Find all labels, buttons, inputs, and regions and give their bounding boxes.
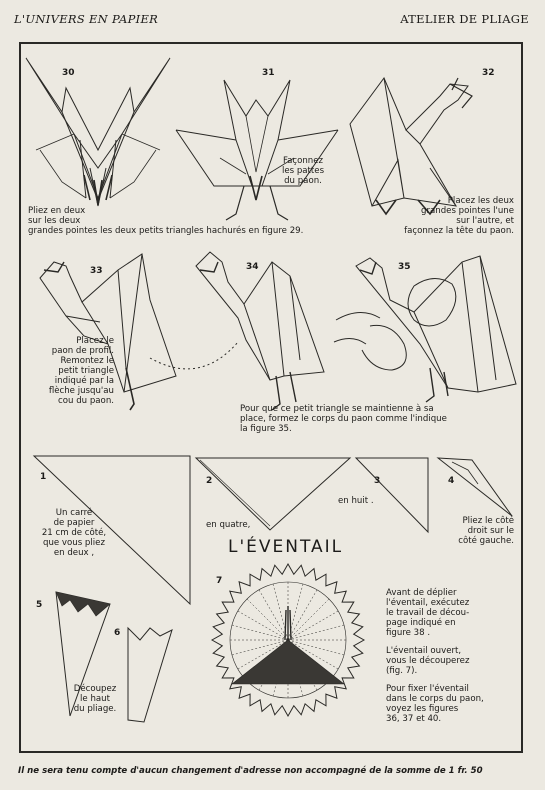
illustration-frame bbox=[19, 42, 523, 753]
caption-fan-step-1: Un carré de papier 21 cm de côté, que vo… bbox=[41, 508, 107, 558]
step-number-35: 35 bbox=[398, 262, 411, 272]
caption-fan-step-7-b: L'éventail ouvert, vous le découperez (f… bbox=[386, 646, 470, 676]
caption-step-30: Pliez en deux sur les deux grandes point… bbox=[28, 206, 304, 236]
fan-step-4-drawing bbox=[436, 457, 513, 517]
step-number-30: 30 bbox=[62, 68, 75, 78]
caption-fan-step-7-a: Avant de déplier l'éventail, exécutez le… bbox=[386, 588, 470, 638]
fan-step-number-2: 2 bbox=[206, 476, 213, 486]
header-publication: L'UNIVERS EN PAPIER bbox=[14, 12, 159, 26]
step-number-32: 32 bbox=[482, 68, 495, 78]
fan-step-7-drawing bbox=[210, 562, 366, 718]
fan-step-5-drawing bbox=[55, 591, 111, 717]
fan-fold-line bbox=[287, 639, 345, 656]
fan-step-number-1: 1 bbox=[40, 472, 47, 482]
step-number-34: 34 bbox=[246, 262, 259, 272]
header-section: ATELIER DE PLIAGE bbox=[400, 12, 529, 26]
fan-fold-line bbox=[258, 589, 289, 641]
caption-fan-step-2: en quatre, bbox=[206, 520, 251, 530]
caption-step-31: Façonnez les pattes du paon. bbox=[281, 156, 325, 186]
fan-step-number-5: 5 bbox=[36, 600, 43, 610]
footer-notice: Il ne sera tenu compte d'aucun changemen… bbox=[18, 766, 483, 776]
caption-fan-step-3: en huit . bbox=[338, 496, 374, 506]
fold-step-34-drawing bbox=[195, 251, 325, 411]
fan-fold-line bbox=[237, 610, 289, 641]
fan-step-number-6: 6 bbox=[114, 628, 121, 638]
fan-step-number-4: 4 bbox=[448, 476, 455, 486]
fan-fold-line bbox=[237, 639, 289, 670]
fan-step-number-3: 3 bbox=[374, 476, 381, 486]
fan-fold-line bbox=[287, 598, 330, 641]
fold-step-35-drawing bbox=[333, 255, 517, 403]
caption-step-33: Placez le paon de profil. Remontez le pe… bbox=[48, 336, 114, 406]
fold-step-32-drawing bbox=[349, 76, 473, 216]
fan-step-6-drawing bbox=[127, 626, 173, 723]
fan-outline bbox=[210, 562, 366, 718]
caption-fan-step-5: Découpez le haut du pliage. bbox=[73, 684, 117, 714]
fan-step-3-drawing bbox=[354, 457, 429, 534]
fan-fold-line bbox=[287, 639, 339, 670]
caption-step-32: Placez les deux grandes pointes l'une su… bbox=[404, 196, 514, 236]
caption-fan-step-4: Pliez le côté droit sur le côté gauche. bbox=[458, 516, 514, 546]
fan-fold-line bbox=[287, 624, 345, 641]
fan-shaded-sector bbox=[231, 639, 345, 685]
fan-fold-line bbox=[231, 639, 289, 656]
fan-center-stem bbox=[284, 606, 292, 641]
fan-fold-line bbox=[287, 610, 339, 641]
fold-step-31-drawing bbox=[175, 79, 339, 221]
caption-fan-step-7-c: Pour fixer l'éventail dans le corps du p… bbox=[386, 684, 484, 724]
fan-step-2-drawing bbox=[194, 457, 352, 531]
fan-fold-line bbox=[231, 624, 289, 641]
fold-step-33-drawing bbox=[39, 253, 239, 411]
section-title: L'ÉVENTAIL bbox=[228, 537, 344, 557]
step-number-33: 33 bbox=[90, 266, 103, 276]
step-number-31: 31 bbox=[262, 68, 275, 78]
fold-step-30-drawing bbox=[25, 57, 171, 207]
caption-step-34-35: Pour que ce petit triangle se maintienne… bbox=[240, 404, 447, 434]
fan-step-number-7: 7 bbox=[216, 576, 223, 586]
fan-step-1-drawing bbox=[32, 455, 191, 606]
fan-fold-line bbox=[287, 589, 318, 641]
fan-fold-line bbox=[246, 598, 289, 641]
